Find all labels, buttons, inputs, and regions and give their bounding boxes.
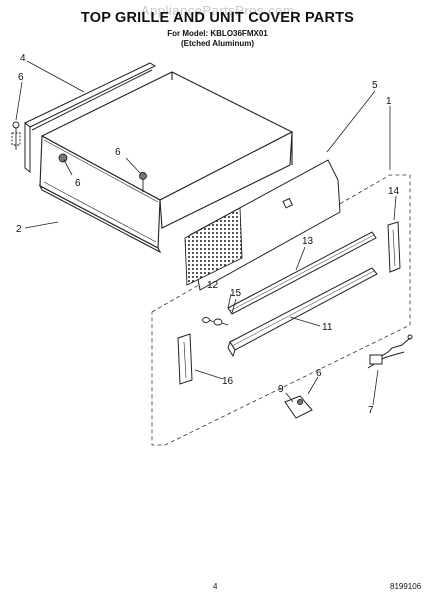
fastener-15: [213, 318, 229, 326]
callout-11: 11: [322, 322, 333, 333]
callout-6-clip: 6: [316, 368, 322, 379]
screw-cover-side: [58, 153, 68, 163]
bracket-right: [387, 221, 401, 273]
callout-6-top-left: 6: [18, 72, 24, 83]
assembly-dashed-outline: [151, 174, 411, 446]
callout-16: 16: [222, 376, 234, 387]
callout-12: 12: [207, 280, 219, 291]
unit-cover: [38, 71, 294, 254]
page-title: TOP GRILLE AND UNIT COVER PARTS: [80, 10, 355, 26]
fastener-12: [202, 317, 215, 323]
model-subtitle: For Model: KBLO36FMX01: [167, 29, 268, 38]
finish-subtitle: (Etched Aluminum): [180, 39, 255, 48]
callout-14: 14: [388, 186, 400, 197]
callout-7: 7: [368, 405, 374, 416]
callout-13: 13: [302, 236, 314, 247]
watermark-text: AppliancePartsPros.com: [140, 3, 295, 18]
clip-part: [284, 395, 313, 419]
grille-bar-upper: [227, 231, 377, 315]
rear-panel: [24, 62, 157, 174]
leader-lines: [15, 60, 397, 406]
bracket-left: [177, 333, 193, 385]
grille-channel-lower: [227, 267, 378, 358]
screw-top-left: [11, 121, 21, 150]
callout-2: 2: [16, 224, 22, 235]
callout-4: 4: [20, 53, 26, 64]
callout-6-front: 6: [115, 147, 121, 158]
document-number: 8199106: [390, 582, 422, 591]
callout-6-cover: 6: [75, 178, 81, 189]
callout-9: 9: [278, 384, 284, 395]
page-number: 4: [213, 582, 218, 591]
callout-1: 1: [386, 96, 392, 107]
wire-harness: [367, 334, 413, 369]
callout-15: 15: [230, 288, 242, 299]
callout-5: 5: [372, 80, 378, 91]
screw-cover-front: [139, 172, 147, 192]
grille-mesh: [184, 207, 243, 286]
